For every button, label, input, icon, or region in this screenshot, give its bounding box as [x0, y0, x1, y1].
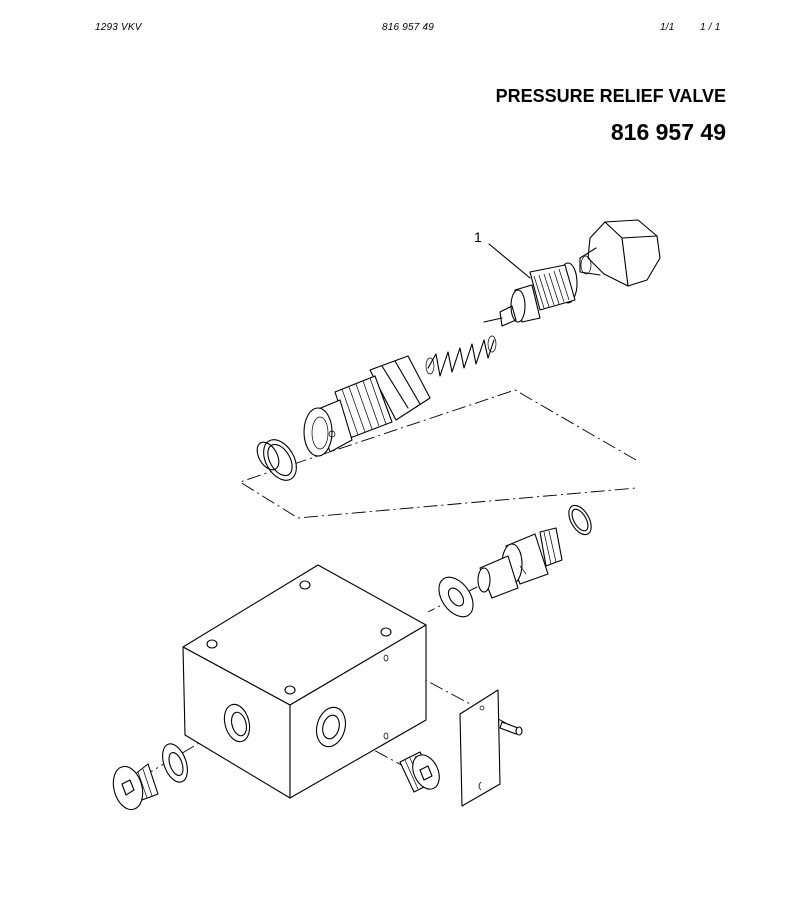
washer — [438, 576, 474, 618]
header-page-b: 1 / 1 — [700, 22, 721, 33]
o-ring-upper — [256, 439, 297, 481]
valve-cartridge — [483, 262, 578, 327]
cover-plate — [459, 689, 501, 807]
adjusting-knob — [579, 219, 661, 287]
header-left-code: 1293 VKV — [95, 22, 142, 33]
manifold-block — [182, 564, 427, 799]
page-title: PRESSURE RELIEF VALVE — [495, 86, 726, 106]
plug-left — [112, 743, 188, 811]
plug-right — [399, 751, 440, 793]
header-part-number: 816 957 49 — [382, 22, 435, 33]
callout-label-1: 1 — [474, 229, 482, 245]
callout-leader-1 — [488, 243, 531, 279]
spring — [425, 335, 497, 377]
header-page-a: 1/1 — [660, 22, 675, 33]
part-number: 816 957 49 — [610, 119, 726, 145]
valve-body — [303, 355, 431, 457]
screw — [499, 721, 523, 736]
valve-insert — [477, 504, 592, 599]
